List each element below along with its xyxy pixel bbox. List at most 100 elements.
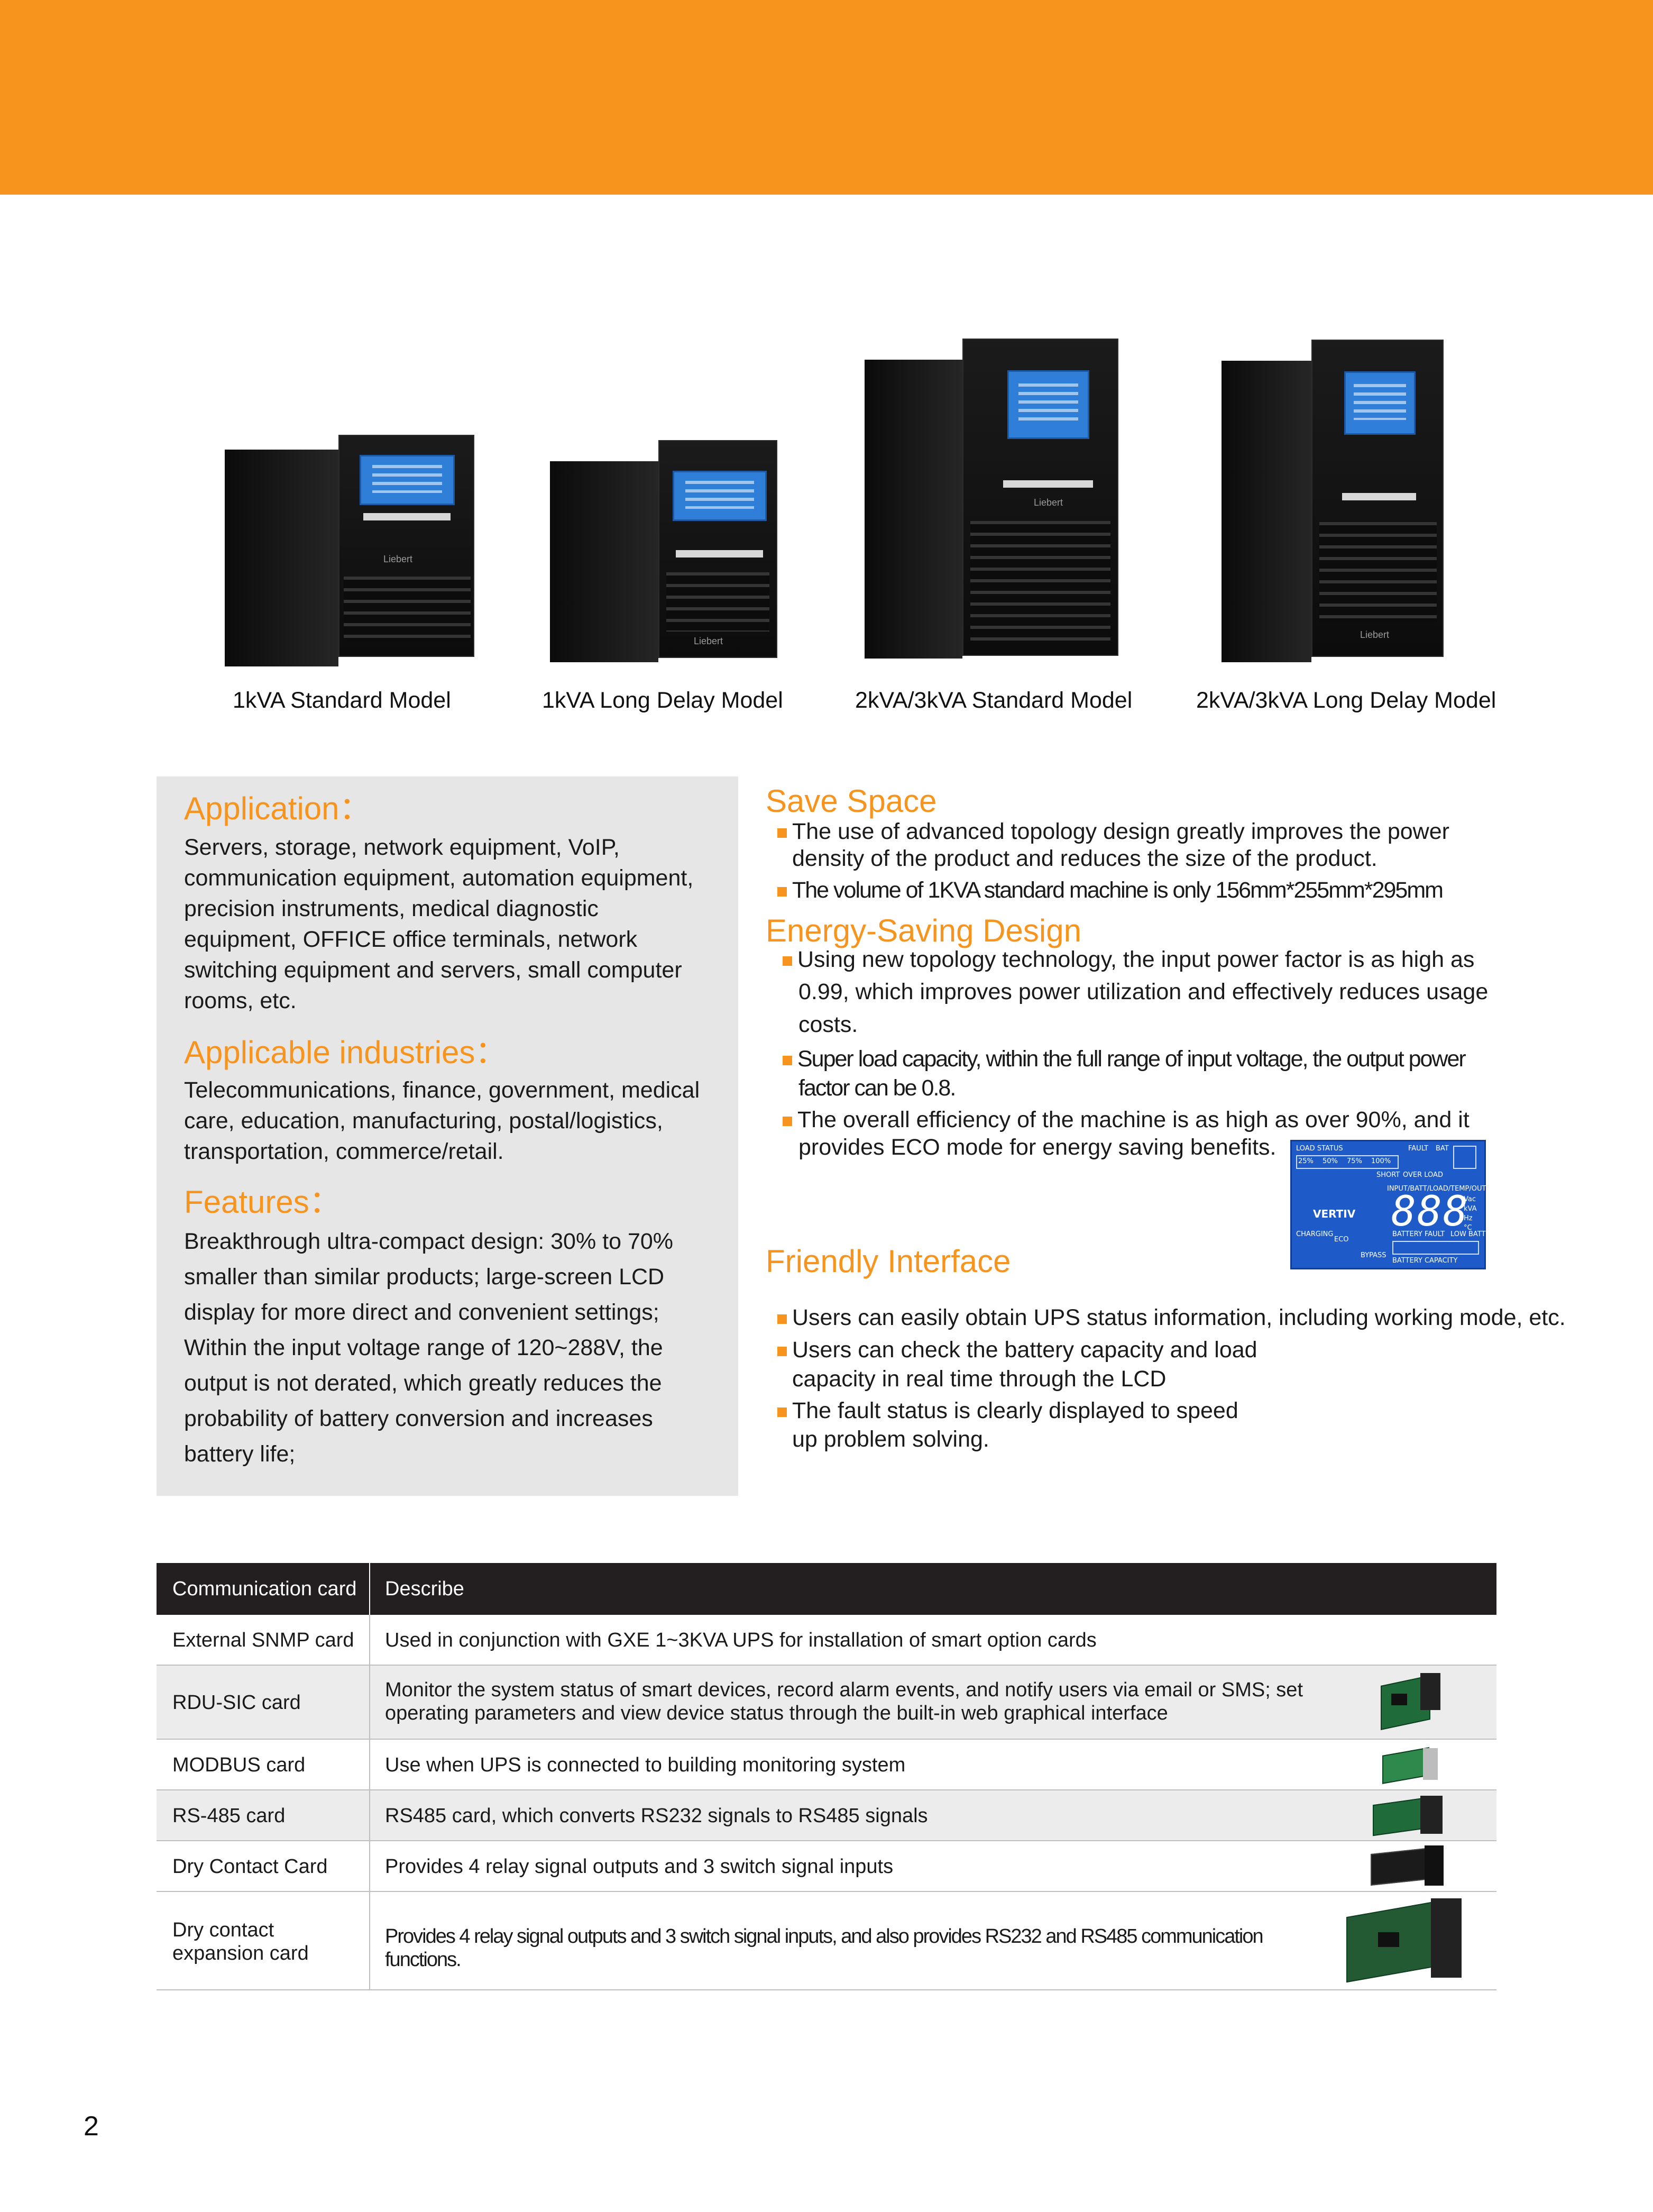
ups-2-3kva-standard-image: Liebert bbox=[865, 339, 1118, 659]
save-space-bullet-2: The volume of 1KVA standard machine is o… bbox=[777, 876, 1444, 905]
application-line: Servers, storage, network equipment, VoI… bbox=[184, 835, 620, 860]
application-heading: Application： bbox=[184, 791, 371, 826]
bullet-text: The volume of 1KVA standard machine is o… bbox=[792, 878, 1444, 903]
application-line: precision instruments, medical diagnosti… bbox=[184, 896, 599, 921]
lcd-unit: Vac bbox=[1464, 1195, 1476, 1203]
energy-bullet-3: The overall efficiency of the machine is… bbox=[783, 1105, 1470, 1135]
lcd-fault-label: FAULT bbox=[1408, 1145, 1429, 1153]
features-line: battery life; bbox=[184, 1441, 296, 1467]
ups-1kva-long-delay-image: Liebert bbox=[550, 440, 777, 668]
industries-line: Telecommunications, finance, government,… bbox=[184, 1077, 700, 1103]
name-line: expansion card bbox=[172, 1942, 309, 1964]
bullet-square-icon bbox=[783, 1055, 792, 1065]
lcd-load-status-label: LOAD STATUS bbox=[1296, 1145, 1343, 1153]
table-row: Dry Contact Card Provides 4 relay signal… bbox=[157, 1841, 1496, 1892]
bullet-square-icon bbox=[783, 1116, 792, 1126]
ups-2-3kva-long-delay-image: Liebert bbox=[1222, 340, 1444, 662]
lcd-bat-label: BAT bbox=[1436, 1145, 1449, 1153]
lcd-overload-label: OVER LOAD bbox=[1403, 1171, 1443, 1179]
lcd-pct-label: 75% bbox=[1347, 1157, 1362, 1165]
lcd-eco-label: ECO bbox=[1334, 1236, 1349, 1244]
bullet-text: The overall efficiency of the machine is… bbox=[797, 1107, 1470, 1132]
bullet-square-icon bbox=[777, 1407, 787, 1417]
caption-1kva-standard: 1kVA Standard Model bbox=[233, 688, 451, 713]
table-row: External SNMP card Used in conjunction w… bbox=[157, 1615, 1496, 1666]
desc-line: operating parameters and view device sta… bbox=[385, 1702, 1168, 1724]
caption-2-3kva-long-delay: 2kVA/3kVA Long Delay Model bbox=[1196, 688, 1496, 713]
friendly-bullet-2-cont: capacity in real time through the LCD bbox=[792, 1366, 1167, 1392]
table-row: MODBUS card Use when UPS is connected to… bbox=[157, 1740, 1496, 1790]
table-cell-desc: Provides 4 relay signal outputs and 3 sw… bbox=[385, 1855, 894, 1878]
table-cell-name: RDU-SIC card bbox=[172, 1692, 301, 1714]
table-header-cell: Describe bbox=[385, 1578, 464, 1600]
industries-heading: Applicable industries： bbox=[184, 1035, 507, 1070]
rs485-card-image bbox=[1367, 1794, 1447, 1838]
save-space-bullet-1-cont: density of the product and reduces the s… bbox=[792, 846, 1378, 871]
industries-text: Telecommunications, finance, government,… bbox=[184, 1075, 700, 1167]
page-number: 2 bbox=[84, 2111, 99, 2142]
lcd-pct-label: 25% bbox=[1298, 1157, 1314, 1165]
application-line: switching equipment and servers, small c… bbox=[184, 957, 682, 983]
energy-bullet-1: Using new topology technology, the input… bbox=[783, 945, 1474, 974]
lcd-pct-label: 100% bbox=[1371, 1157, 1391, 1165]
lcd-digits: 888 bbox=[1391, 1188, 1469, 1236]
features-heading: Features： bbox=[184, 1184, 341, 1220]
friendly-bullet-2: Users can check the battery capacity and… bbox=[777, 1336, 1257, 1365]
table-cell-name: MODBUS card bbox=[172, 1754, 306, 1776]
modbus-card-image bbox=[1378, 1745, 1441, 1787]
friendly-interface-heading: Friendly Interface bbox=[766, 1244, 1011, 1279]
table-row: RS-485 card RS485 card, which converts R… bbox=[157, 1790, 1496, 1841]
bullet-square-icon bbox=[783, 956, 792, 966]
energy-bullet-3-cont: provides ECO mode for energy saving bene… bbox=[798, 1135, 1277, 1160]
desc-line: Provides 4 relay signal outputs and 3 sw… bbox=[385, 1925, 1264, 1948]
bullet-square-icon bbox=[777, 828, 787, 838]
features-line: probability of battery conversion and in… bbox=[184, 1406, 653, 1431]
bullet-text: Using new topology technology, the input… bbox=[797, 947, 1475, 972]
vertiv-logo: VERTIV bbox=[1313, 1208, 1356, 1220]
lcd-battery-capacity-label: BATTERY CAPACITY bbox=[1392, 1257, 1458, 1265]
top-orange-band bbox=[0, 0, 1653, 195]
table-header-cell: Communication card bbox=[172, 1578, 357, 1600]
energy-bullet-2: Super load capacity, within the full ran… bbox=[783, 1045, 1466, 1074]
applications-panel: Application： Servers, storage, network e… bbox=[157, 776, 738, 1496]
friendly-bullet-1: Users can easily obtain UPS status infor… bbox=[777, 1303, 1566, 1332]
industries-line: transportation, commerce/retail. bbox=[184, 1139, 504, 1164]
energy-bullet-1-cont: 0.99, which improves power utilization a… bbox=[798, 979, 1489, 1004]
features-line: Within the input voltage range of 120~28… bbox=[184, 1335, 663, 1360]
table-row: RDU-SIC card Monitor the system status o… bbox=[157, 1666, 1496, 1740]
bullet-square-icon bbox=[777, 1346, 787, 1356]
bullet-square-icon bbox=[777, 886, 787, 897]
energy-saving-heading: Energy-Saving Design bbox=[766, 913, 1081, 948]
caption-1kva-long-delay: 1kVA Long Delay Model bbox=[542, 688, 783, 713]
ups-1kva-standard-image: Liebert bbox=[225, 435, 474, 666]
bullet-text: The fault status is clearly displayed to… bbox=[792, 1398, 1238, 1423]
lcd-unit: Hz bbox=[1464, 1214, 1473, 1222]
features-line: output is not derated, which greatly red… bbox=[184, 1370, 662, 1396]
table-header-row: Communication card Describe bbox=[157, 1563, 1496, 1615]
lcd-short-label: SHORT bbox=[1376, 1171, 1400, 1179]
table-cell-name: Dry contact expansion card bbox=[172, 1918, 309, 1965]
lcd-battery-fault-label: BATTERY FAULT bbox=[1392, 1230, 1445, 1238]
dry-contact-card-image bbox=[1367, 1843, 1447, 1889]
features-line: Breakthrough ultra-compact design: 30% t… bbox=[184, 1229, 674, 1254]
rdu-sic-card-image bbox=[1370, 1670, 1444, 1735]
table-cell-desc: Monitor the system status of smart devic… bbox=[385, 1678, 1303, 1725]
lcd-pct-label: 50% bbox=[1323, 1157, 1338, 1165]
energy-bullet-2-cont: factor can be 0.8. bbox=[798, 1075, 956, 1101]
desc-line: Monitor the system status of smart devic… bbox=[385, 1679, 1303, 1701]
brand-label: Liebert bbox=[1034, 497, 1063, 508]
table-cell-desc: Use when UPS is connected to building mo… bbox=[385, 1754, 906, 1776]
lcd-bypass-label: BYPASS bbox=[1361, 1251, 1386, 1259]
energy-bullet-1-cont2: costs. bbox=[798, 1012, 858, 1037]
features-line: display for more direct and convenient s… bbox=[184, 1300, 659, 1325]
brand-label: Liebert bbox=[1360, 629, 1390, 640]
application-line: equipment, OFFICE office terminals, netw… bbox=[184, 927, 638, 952]
caption-2-3kva-standard: 2kVA/3kVA Standard Model bbox=[855, 688, 1133, 713]
table-cell-desc: Used in conjunction with GXE 1~3KVA UPS … bbox=[385, 1629, 1097, 1651]
lcd-low-batt-label: LOW BATT bbox=[1450, 1230, 1486, 1238]
speaker-icon bbox=[1453, 1146, 1476, 1169]
application-line: communication equipment, automation equi… bbox=[184, 865, 694, 891]
lcd-unit: kVA bbox=[1464, 1205, 1477, 1213]
brand-label: Liebert bbox=[694, 636, 723, 646]
table-cell-name: RS-485 card bbox=[172, 1805, 286, 1827]
